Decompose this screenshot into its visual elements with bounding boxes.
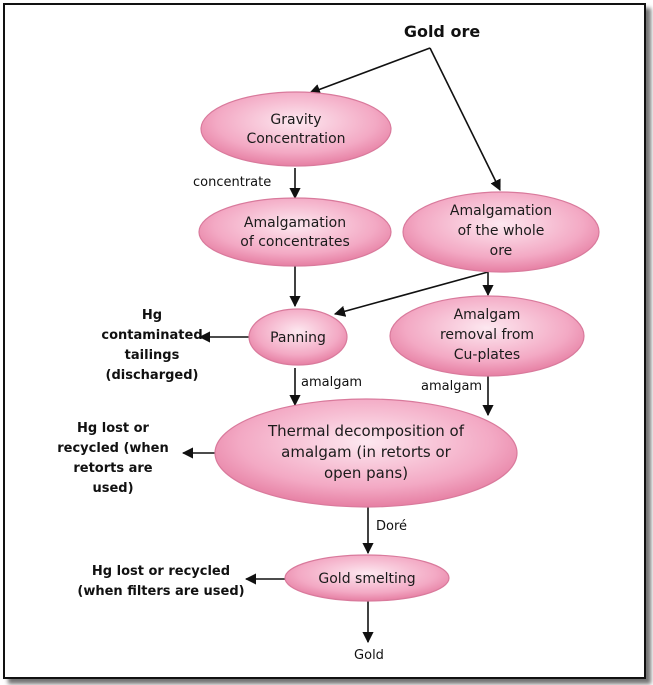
node-gold-smelting: Gold smelting [284,554,450,602]
node-thermal-decomposition: Thermal decomposition of amalgam (in ret… [214,398,518,508]
node-gravity-line1: Gravity [270,112,321,128]
output-gold: Gold [354,648,384,663]
tailings-line1: Hg [142,308,162,323]
node-amalgamation-of-whole-ore: Amalgamation of the whole ore [402,191,600,273]
node-thermal-line1: Thermal decomposition of [267,422,465,440]
edge-label-dore: Doré [376,519,407,534]
node-removal-line1: Amalgam [454,307,521,323]
arrow-ore-to-amalg-whole [429,47,501,192]
node-removal-line3: Cu-plates [454,347,520,363]
retorts-line1: Hg lost or [77,421,150,436]
tailings-line3: tailings [125,348,180,363]
edge-label-amalgam-left: amalgam [301,375,362,390]
output-hg-tailings: Hg contaminated tailings (discharged) [101,308,202,383]
node-gravity-line2: Concentration [246,131,345,147]
arrows [181,47,501,644]
node-amalgamation-of-concentrates: Amalgamation of concentrates [198,197,392,267]
retorts-line4: used) [92,481,133,496]
edge-label-concentrate: concentrate [193,175,271,190]
edge-label-amalgam-right: amalgam [421,379,482,394]
node-amalg-whole-line2: of the whole [458,223,545,239]
tailings-line4: (discharged) [106,368,199,383]
node-amalg-whole-line3: ore [490,243,513,259]
node-panning: Panning [248,308,348,366]
output-hg-filters: Hg lost or recycled (when filters are us… [77,564,244,599]
retorts-line3: retorts are [73,461,152,476]
node-amalg-conc-line1: Amalgamation [244,215,346,231]
node-amalg-whole-line1: Amalgamation [450,203,552,219]
node-amalg-conc-line2: of concentrates [240,234,349,250]
arrow-amalg-whole-to-panning [333,271,489,317]
source-gold-ore: Gold ore [404,22,481,41]
output-hg-retorts: Hg lost or recycled (when retorts are us… [57,421,169,496]
tailings-line2: contaminated [101,328,202,343]
node-removal-line2: removal from [440,327,534,343]
filters-line2: (when filters are used) [77,584,244,599]
node-thermal-line3: open pans) [324,464,408,482]
node-gravity-concentration: Gravity Concentration [200,91,392,167]
filters-line1: Hg lost or recycled [92,564,230,579]
node-smelting-label: Gold smelting [318,571,415,587]
node-panning-label: Panning [270,330,326,346]
arrow-ore-to-gravity [308,47,431,95]
retorts-line2: recycled (when [57,441,169,456]
node-amalgam-removal: Amalgam removal from Cu-plates [389,295,585,377]
node-thermal-line2: amalgam (in retorts or [281,443,451,461]
